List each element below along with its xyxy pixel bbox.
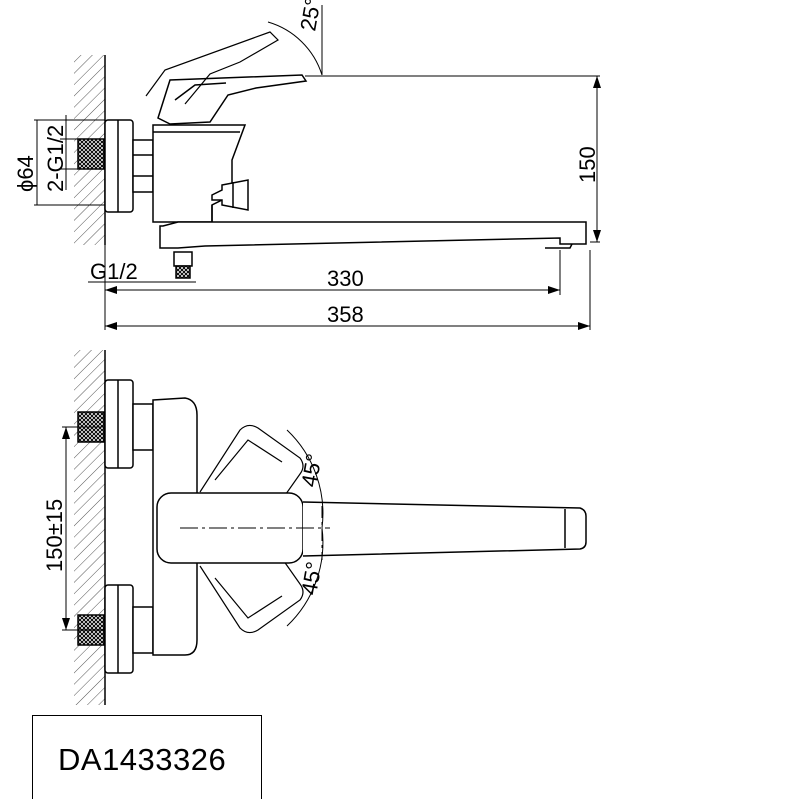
angle-label-lower-45: 45° (296, 560, 326, 597)
diameter-label: ϕ64 (13, 155, 38, 192)
spout-reach-label: 330 (327, 266, 364, 291)
handle-rotated-side (145, 31, 279, 105)
angle-label-25: 25° (295, 0, 325, 33)
escutcheon-top-lower (104, 584, 134, 674)
height-label: 150 (575, 146, 600, 183)
top-view (62, 350, 587, 705)
spout-side (159, 221, 587, 249)
connector-side (132, 139, 154, 193)
model-code-box (32, 715, 262, 799)
handle-rotated-lower (199, 529, 304, 634)
center-distance-label: 150±15 (42, 499, 67, 572)
total-length-label: 358 (327, 302, 364, 327)
inlet-thread-side (77, 138, 105, 170)
wall-top (74, 350, 106, 705)
spout-top (302, 501, 587, 557)
inlet-thread-label: 2-G1/2 (43, 125, 68, 192)
escutcheon-side (104, 119, 134, 213)
handle-side (157, 74, 308, 125)
angle-label-upper-45: 45° (296, 452, 326, 489)
side-view (34, 5, 601, 330)
diverter-knob-side (211, 179, 249, 211)
outlet-thread-label: G1/2 (90, 259, 138, 284)
model-code: DA1433326 (58, 742, 227, 777)
outlet-thread-side (173, 251, 193, 267)
escutcheon-top-upper (104, 379, 134, 469)
handle-rotated-upper (199, 424, 304, 529)
